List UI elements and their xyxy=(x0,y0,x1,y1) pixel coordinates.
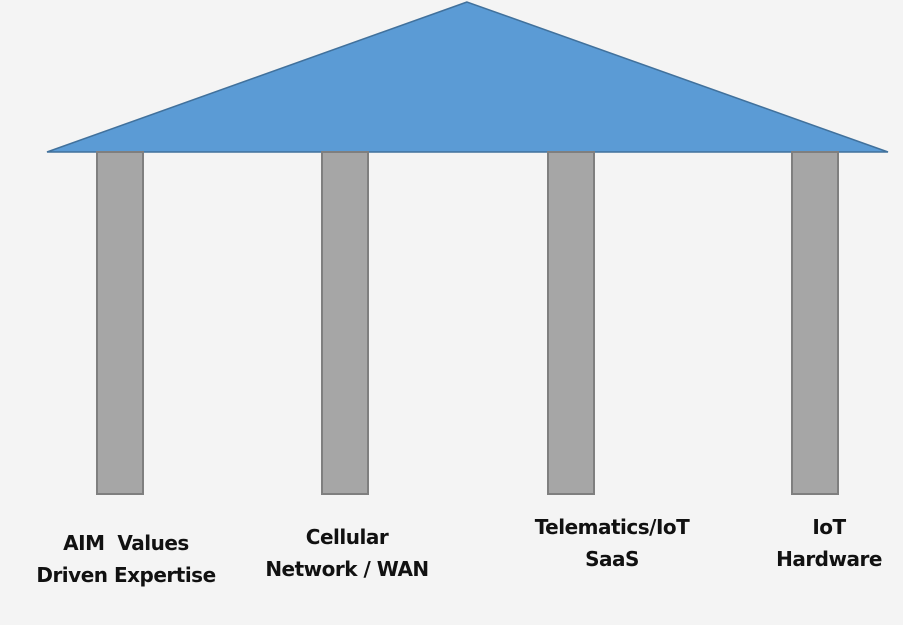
pillar-label-line: Network / WAN xyxy=(265,557,429,581)
pillar-cellular-network xyxy=(321,151,369,495)
pillar-label-aim-values: AIM Values Driven Expertise xyxy=(36,527,216,591)
pillar-iot-hardware xyxy=(791,151,839,495)
pillar-label-line: Driven Expertise xyxy=(36,563,216,587)
pillar-label-line: IoT xyxy=(812,515,846,539)
pillar-label-telematics-saas: Telematics/IoT SaaS xyxy=(535,511,690,575)
pillar-label-line: Cellular xyxy=(305,525,389,549)
pillar-label-cellular-network: Cellular Network / WAN xyxy=(265,521,429,585)
pillar-aim-values xyxy=(96,151,144,495)
pillar-label-line: Telematics/IoT xyxy=(534,515,690,539)
pillar-label-iot-hardware: IoT Hardware xyxy=(776,511,882,575)
pillar-telematics-saas xyxy=(547,151,595,495)
pillar-label-line: SaaS xyxy=(585,547,639,571)
pillar-label-line: Hardware xyxy=(776,547,882,571)
pillar-label-line: AIM Values xyxy=(63,531,189,555)
roof-triangle xyxy=(46,1,889,153)
